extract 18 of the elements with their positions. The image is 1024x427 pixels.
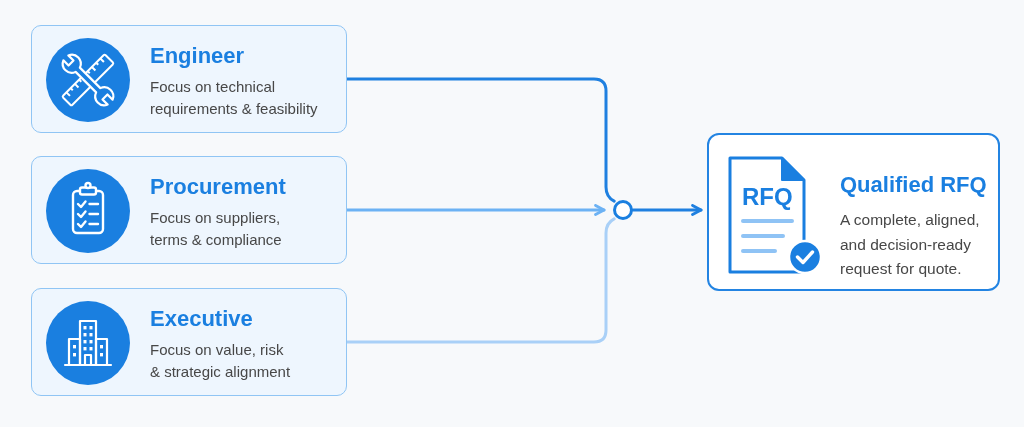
role-title: Procurement — [150, 173, 287, 201]
result-title: Qualified RFQ — [840, 171, 988, 199]
document-title: RFQ — [742, 183, 793, 211]
role-description: Focus on suppliers, terms & compliance — [150, 208, 283, 250]
arrow — [631, 204, 703, 216]
result-description: A complete, aligned, and decision-ready request for quote. — [840, 210, 981, 279]
result-card — [707, 133, 1000, 291]
arrow — [345, 204, 606, 216]
junction-circle — [613, 200, 633, 220]
connector-line — [345, 217, 616, 344]
role-title: Executive — [150, 305, 254, 333]
role-card — [31, 156, 347, 264]
role-description: Focus on technical requirements & feasibility — [150, 77, 319, 119]
role-card — [31, 288, 347, 396]
role-title: Engineer — [150, 42, 246, 70]
connector-line — [345, 77, 616, 203]
role-description: Focus on value, risk & strategic alignment — [150, 340, 292, 382]
role-card — [31, 25, 347, 133]
